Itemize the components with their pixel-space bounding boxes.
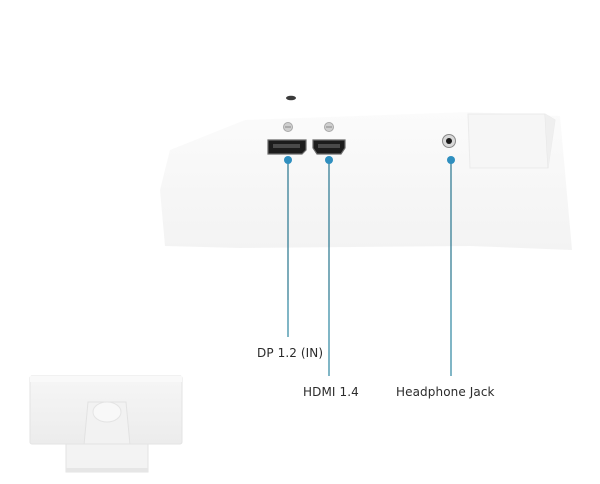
screw-icon: [283, 122, 293, 132]
headphone-jack-label: Headphone Jack: [396, 385, 495, 399]
leader-line-headphone: [447, 156, 455, 376]
monitor-back-thumbnail-icon: [29, 375, 183, 473]
leader-line-dp: [284, 156, 292, 337]
dp-port-label: DP 1.2 (IN): [257, 346, 324, 360]
top-slot-icon: [286, 95, 296, 101]
leader-line-hdmi: [325, 156, 333, 376]
hdmi-port-label: HDMI 1.4: [303, 385, 359, 399]
headphone-jack-icon: [442, 134, 456, 148]
screw-icon: [324, 122, 334, 132]
hdmi-port-icon: [312, 139, 346, 155]
rear-panel: [160, 112, 572, 250]
displayport-icon: [267, 139, 307, 155]
